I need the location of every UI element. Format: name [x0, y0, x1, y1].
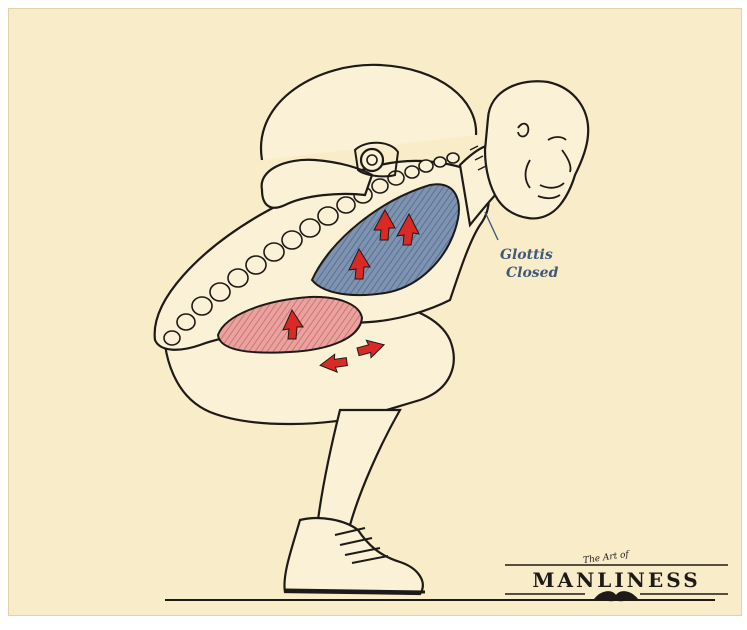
head — [485, 81, 588, 218]
sneaker — [284, 518, 422, 594]
logo-wordmark: MANLINESS — [505, 568, 728, 592]
glottis-label-line2: Closed — [506, 264, 558, 282]
glottis-label-line1: Glottis — [500, 246, 553, 264]
mustache-icon — [594, 592, 638, 601]
barbell-plate — [261, 65, 476, 160]
lower-leg — [318, 410, 400, 525]
glottis-pointer — [485, 212, 498, 240]
sneaker-sole — [285, 590, 425, 592]
